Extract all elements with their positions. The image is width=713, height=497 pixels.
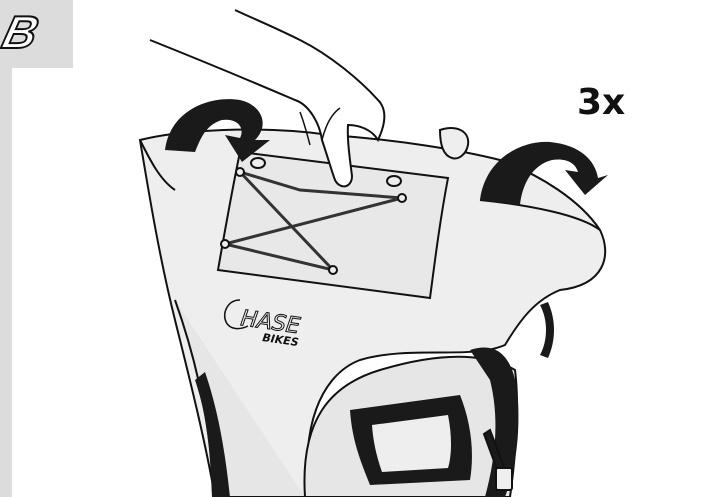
bag-side-band-right-inner bbox=[372, 415, 451, 472]
side-hook-strap bbox=[540, 302, 554, 358]
